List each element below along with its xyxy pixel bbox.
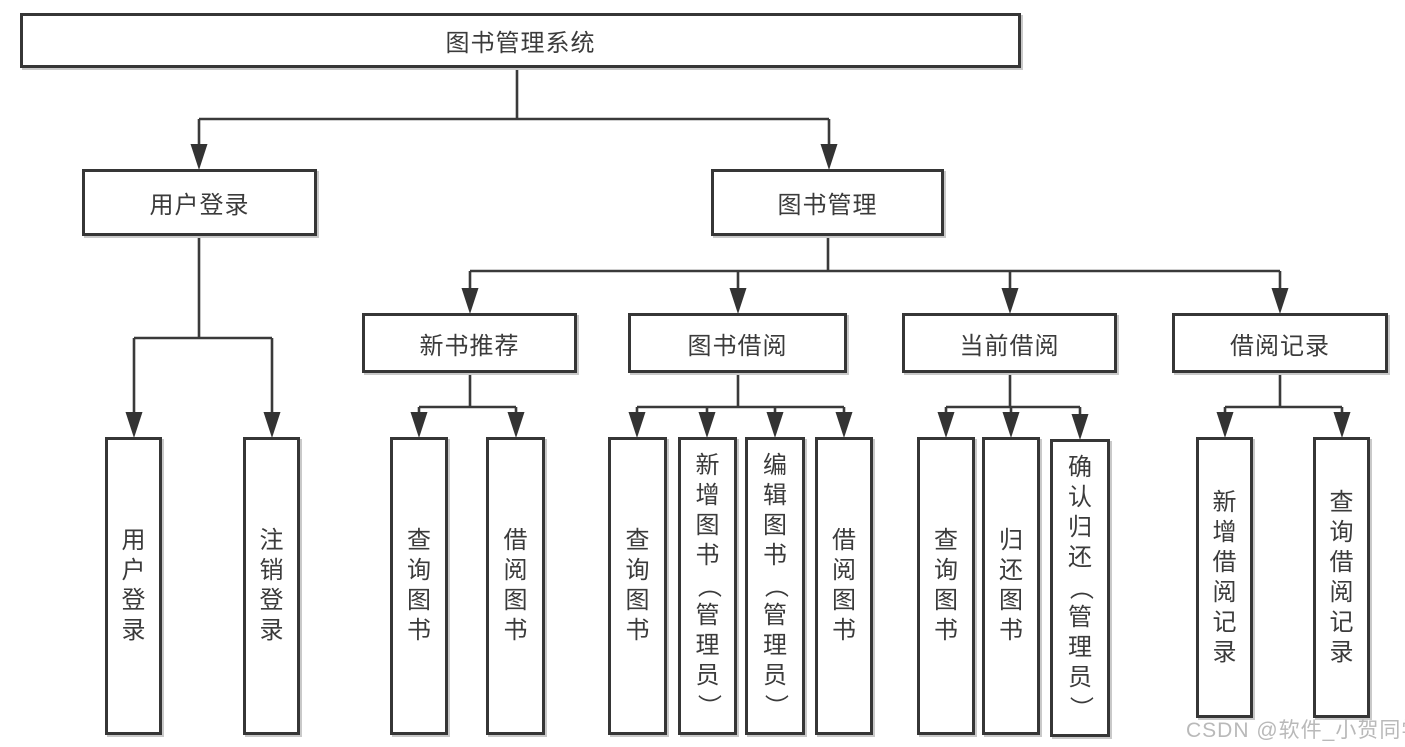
node-label: 新增借阅记录: [1212, 488, 1237, 666]
node-label: 编辑图书（管理员）: [762, 452, 789, 718]
leaf-query-borrow-record: 查询借阅记录: [1313, 437, 1370, 718]
node-label: 确认归还（管理员）: [1067, 454, 1094, 720]
node-book-borrow: 图书借阅: [628, 313, 847, 373]
leaf-logout: 注销登录: [243, 437, 300, 735]
node-label: 借阅图书: [832, 527, 856, 644]
connector-newbooks-to-leaves: [410, 373, 525, 438]
connector-records-to-leaves: [1216, 373, 1351, 438]
node-label: 注销登录: [259, 527, 284, 644]
leaf-borrow-books: 借阅图书: [815, 437, 873, 735]
connector-login-to-leaves: [125, 236, 281, 438]
node-label: 图书管理: [777, 192, 878, 219]
leaf-query-books-current: 查询图书: [917, 437, 975, 735]
node-label: 用户登录: [149, 192, 250, 219]
leaf-user-login: 用户登录: [105, 437, 162, 735]
node-library-management-system: 图书管理系统: [20, 13, 1021, 68]
node-label: 查询借阅记录: [1329, 488, 1354, 666]
node-user-login: 用户登录: [82, 169, 317, 236]
connector-mgmt-to-level3: [461, 236, 1289, 314]
node-label: 新增图书（管理员）: [694, 452, 722, 718]
node-current-borrow: 当前借阅: [902, 313, 1117, 373]
leaf-query-books-recommend: 查询图书: [390, 437, 448, 735]
node-label: 当前借阅: [959, 332, 1060, 360]
node-label: 查询图书: [407, 527, 431, 644]
connector-root-to-level2: [190, 68, 838, 170]
node-new-book-recommend: 新书推荐: [362, 313, 577, 373]
leaf-edit-book-admin: 编辑图书（管理员）: [745, 437, 805, 735]
node-label: 查询图书: [625, 527, 650, 644]
connector-borrow-to-leaves: [628, 373, 853, 438]
csdn-watermark: CSDN @软件_小贺同学: [1186, 719, 1405, 742]
node-borrow-records: 借阅记录: [1172, 313, 1388, 373]
node-label: 借阅图书: [503, 527, 528, 644]
leaf-add-book-admin: 新增图书（管理员）: [678, 437, 737, 735]
node-book-management: 图书管理: [711, 169, 944, 236]
connector-current-to-leaves: [937, 373, 1089, 440]
leaf-query-books-borrow: 查询图书: [608, 437, 667, 735]
leaf-confirm-return-admin: 确认归还（管理员）: [1050, 439, 1110, 737]
node-label: 图书管理系统: [445, 30, 596, 57]
leaf-add-borrow-record: 新增借阅记录: [1196, 437, 1253, 718]
node-label: 用户登录: [121, 527, 146, 644]
node-label: 图书借阅: [687, 332, 788, 360]
node-label: 借阅记录: [1230, 332, 1330, 360]
node-label: 查询图书: [934, 527, 958, 644]
node-label: 新书推荐: [419, 332, 520, 360]
leaf-return-book: 归还图书: [982, 437, 1040, 735]
node-label: 归还图书: [999, 527, 1023, 644]
leaf-borrow-books-recommend: 借阅图书: [486, 437, 545, 735]
